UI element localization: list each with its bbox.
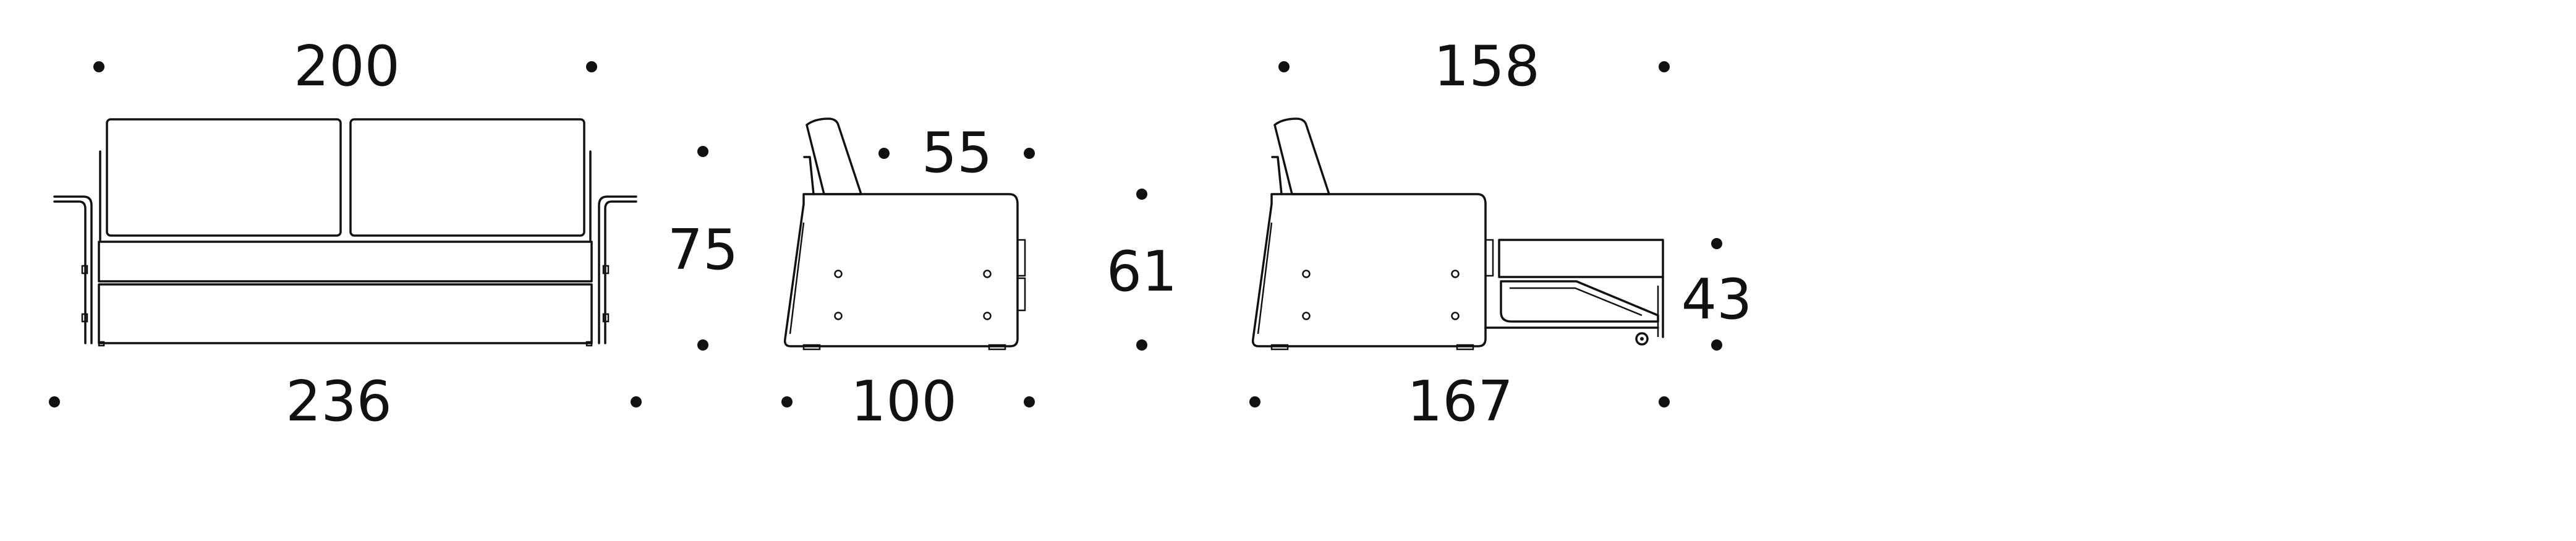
marker-ext-height-bottom	[1136, 339, 1147, 351]
marker-height-bottom	[697, 339, 708, 351]
marker-bed-height-top	[1711, 238, 1722, 249]
extended-height-label: 61	[1107, 239, 1178, 304]
marker-side-seat-right	[1024, 148, 1035, 159]
marker-ext-total-left	[1249, 396, 1260, 407]
marker-front-seat-left	[93, 61, 104, 72]
marker-front-total-right	[631, 396, 642, 407]
dimension-markers	[49, 61, 1722, 407]
front-view-drawing	[53, 118, 637, 347]
bed-height-label: 43	[1681, 267, 1753, 332]
marker-bed-height-bottom	[1711, 339, 1722, 351]
extended-view-drawing	[1251, 117, 1664, 351]
marker-side-total-right	[1024, 396, 1035, 407]
marker-side-seat-left	[878, 148, 890, 159]
marker-height-top	[697, 146, 708, 157]
side-view-drawing	[783, 117, 1026, 351]
front-total-width-label: 236	[286, 369, 392, 434]
marker-front-total-left	[49, 396, 60, 407]
front-seat-width-label: 200	[294, 34, 400, 99]
height-label: 75	[668, 218, 739, 283]
marker-front-seat-right	[586, 61, 597, 72]
extended-seat-depth-label: 158	[1434, 34, 1540, 99]
extended-total-depth-label: 167	[1407, 369, 1513, 434]
marker-ext-height-top	[1136, 189, 1147, 200]
marker-side-total-left	[781, 396, 793, 407]
marker-ext-seat-left	[1278, 61, 1290, 72]
marker-ext-total-right	[1659, 396, 1670, 407]
side-seat-depth-label: 55	[922, 121, 993, 185]
side-total-depth-label: 100	[851, 369, 957, 434]
marker-ext-seat-right	[1659, 61, 1670, 72]
